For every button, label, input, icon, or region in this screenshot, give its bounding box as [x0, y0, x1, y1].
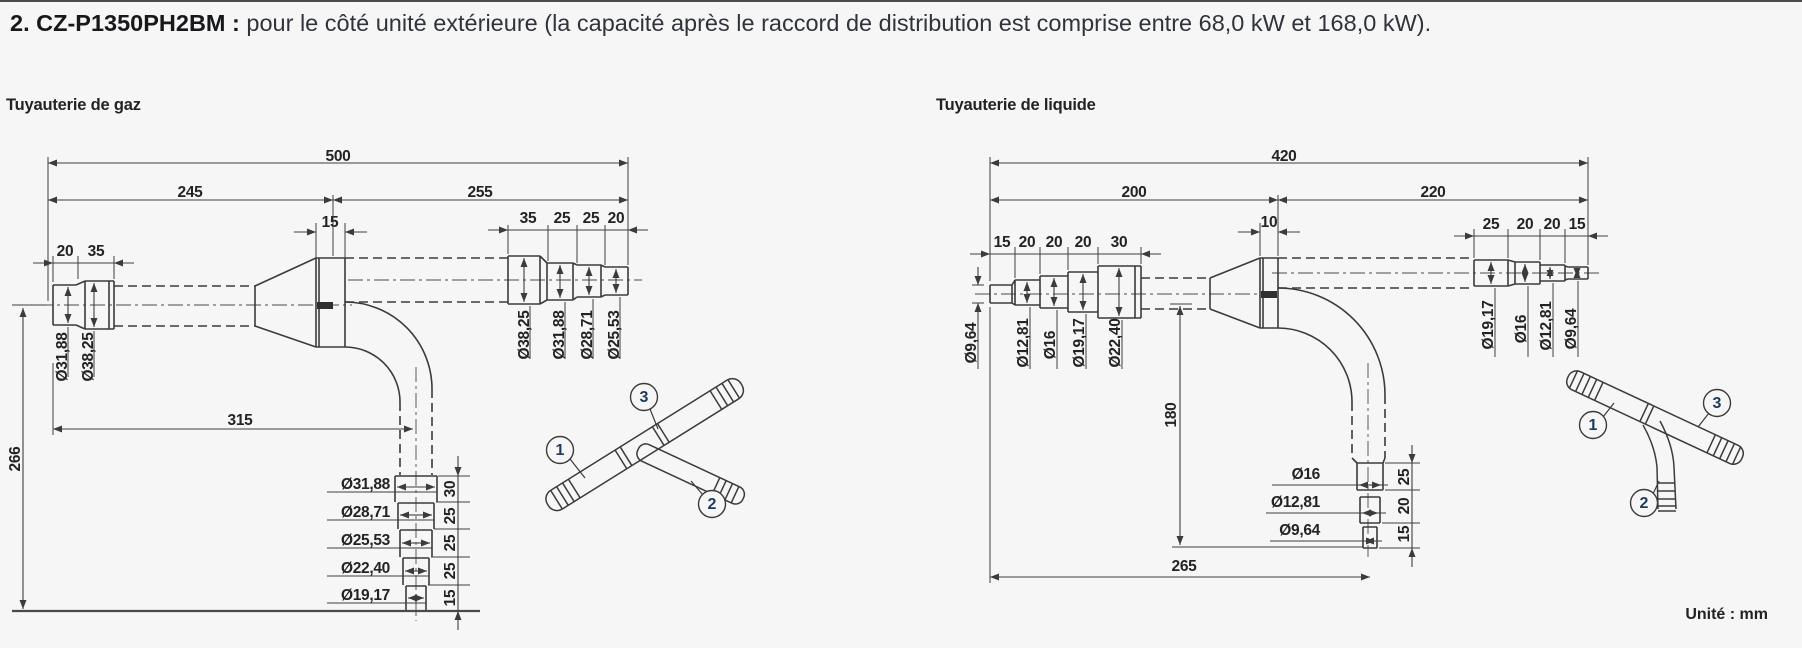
liquid-dim-branch-step: 15 [1396, 525, 1413, 542]
liquid-dimension-lines [970, 157, 1608, 583]
liquid-dim-inlet-step: 20 [1046, 234, 1063, 251]
page-title: 2. CZ-P1350PH2BM : pour le côté unité ex… [10, 8, 1610, 39]
gas-dia-label: Ø22,40 [341, 560, 390, 577]
gas-dim-branch-step: 15 [442, 589, 459, 606]
liquid-dim-height: 180 [1163, 403, 1180, 428]
gas-dia-label: Ø19,17 [341, 587, 390, 604]
liquid-weld-mark [1261, 291, 1277, 298]
gas-dim-outlet-step: 25 [554, 210, 571, 227]
gas-dim-branch-offset: 315 [228, 412, 254, 429]
liquid-dim-outlet-step: 20 [1517, 216, 1534, 233]
gas-callout-1: 1 [556, 442, 565, 459]
gas-callout-3-circle [629, 382, 659, 412]
gas-dim-branch-step: 25 [442, 507, 459, 524]
liquid-dim-outlet-step: 25 [1483, 216, 1500, 233]
liquid-dia-label: Ø9,64 [1563, 308, 1580, 349]
liquid-dia-label: Ø16 [1292, 466, 1321, 483]
gas-dia-label: Ø31,88 [551, 310, 568, 360]
gas-callout-2-circle [697, 489, 727, 519]
gas-dim-outlet-step: 35 [520, 210, 537, 227]
liquid-dia-label: Ø12,81 [1538, 301, 1555, 351]
liquid-dim-span-right: 220 [1421, 184, 1446, 201]
liquid-dim-body: 10 [1261, 214, 1278, 231]
gas-dia-label: Ø25,53 [341, 532, 391, 549]
liquid-centerlines [975, 272, 1600, 557]
gas-dia-label: Ø38,25 [80, 332, 97, 382]
gas-section-title: Tuyauterie de gaz [6, 96, 141, 114]
liquid-callout-3: 3 [1713, 395, 1722, 412]
liquid-dia-label: Ø12,81 [1271, 494, 1321, 511]
liquid-callout-2: 2 [1640, 495, 1649, 512]
liquid-dia-label: Ø9,64 [963, 322, 980, 363]
liquid-dim-span-left: 200 [1122, 184, 1147, 201]
gas-dim-outlet-step: 20 [608, 210, 625, 227]
gas-dim-outlet-step: 25 [583, 210, 600, 227]
liquid-dia-label: Ø16 [1042, 330, 1059, 359]
liquid-callout-1-circle [1578, 410, 1608, 440]
gas-centerlines [38, 279, 642, 621]
liquid-pipe-drawing [989, 257, 1589, 549]
liquid-joint-sketch [1565, 370, 1745, 512]
unit-note: Unité : mm [1685, 606, 1768, 623]
liquid-dim-outlet-step: 20 [1544, 216, 1561, 233]
liquid-dim-inlet-step: 20 [1075, 234, 1092, 251]
top-border [0, 0, 1802, 2]
liquid-dim-branch-offset: 265 [1172, 558, 1198, 575]
gas-dim-branch-step: 25 [442, 562, 459, 579]
liquid-dim-inlet-step: 30 [1111, 234, 1128, 251]
gas-dia-label: Ø38,25 [516, 310, 533, 360]
gas-dim-span-right: 255 [468, 184, 494, 201]
liquid-dim-branch-step: 25 [1396, 468, 1413, 485]
gas-dim-branch-step: 30 [442, 481, 459, 498]
gas-joint-sketch [545, 377, 746, 512]
liquid-dia-label: Ø19,17 [1071, 318, 1088, 367]
gas-dim-span-left: 245 [178, 184, 204, 201]
liquid-dim-inlet-step: 20 [1019, 234, 1036, 251]
gas-dim-inlet-step: 35 [88, 243, 105, 260]
gas-weld-mark [317, 302, 333, 309]
gas-dia-label: Ø28,71 [341, 504, 391, 521]
gas-dim-overall: 500 [326, 148, 351, 165]
liquid-dia-label: Ø12,81 [1015, 318, 1032, 368]
liquid-dimension-labels: 420 200 220 10 15 20 20 20 30 25 20 20 1… [963, 148, 1586, 575]
liquid-dim-branch-step: 20 [1396, 498, 1413, 515]
gas-callout-3: 3 [640, 389, 649, 406]
liquid-callout-3-circle [1702, 388, 1732, 418]
gas-callouts: 1 2 3 [545, 382, 727, 519]
gas-dim-body: 15 [322, 214, 339, 231]
gas-dim-inlet-step: 20 [57, 243, 74, 260]
gas-dim-branch-step: 25 [442, 534, 459, 551]
liquid-dia-label: Ø16 [1513, 314, 1530, 343]
liquid-dim-outlet-step: 15 [1569, 216, 1586, 233]
liquid-dia-label: Ø22,40 [1107, 318, 1124, 367]
liquid-dim-inlet-step: 15 [994, 234, 1011, 251]
gas-dia-label: Ø31,88 [54, 332, 71, 382]
gas-dia-label: Ø25,53 [606, 310, 623, 360]
gas-dia-label: Ø28,71 [579, 310, 596, 360]
gas-piping-diagram: 500 245 255 15 20 35 35 25 25 20 Ø31,88 … [7, 148, 746, 630]
gas-dim-height: 266 [7, 446, 24, 472]
model-number: 2. CZ-P1350PH2BM : [10, 10, 240, 36]
liquid-piping-diagram: 420 200 220 10 15 20 20 20 30 25 20 20 1… [963, 148, 1745, 583]
gas-pipe-drawing [52, 255, 629, 612]
gas-callout-1-circle [545, 435, 575, 465]
liquid-dia-label: Ø9,64 [1279, 522, 1320, 539]
liquid-dia-label: Ø19,17 [1480, 300, 1497, 349]
gas-dia-label: Ø31,88 [341, 476, 391, 493]
liquid-dim-overall: 420 [1272, 148, 1297, 165]
gas-dimension-labels: 500 245 255 15 20 35 35 25 25 20 Ø31,88 … [7, 148, 625, 606]
liquid-callouts: 1 2 3 [1578, 388, 1732, 518]
gas-dimension-lines [12, 157, 648, 630]
liquid-section-title: Tuyauterie de liquide [936, 96, 1096, 114]
model-description: pour le côté unité extérieure (la capaci… [246, 10, 1432, 36]
liquid-callout-1: 1 [1589, 417, 1598, 434]
gas-callout-2: 2 [708, 496, 717, 513]
liquid-callout-2-circle [1629, 488, 1659, 518]
